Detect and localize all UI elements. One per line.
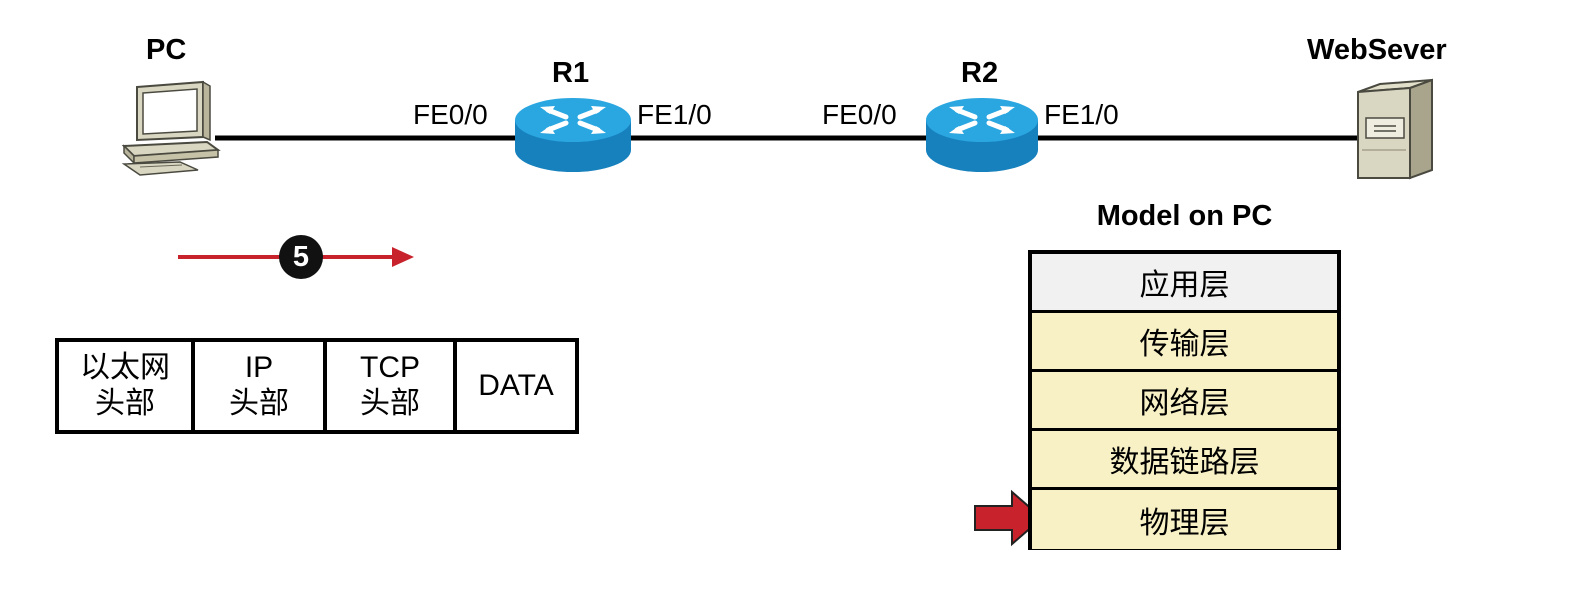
step-number: 5 (292, 241, 310, 273)
pc-label: PC (146, 34, 187, 66)
webserver-label: WebSever (1307, 34, 1447, 66)
model-stack: 应用层 传输层 网络层 数据链路层 物理层 (1028, 250, 1341, 550)
packet-cell-ip: IP 头部 (195, 342, 327, 430)
packet-cell-tcp: TCP 头部 (327, 342, 457, 430)
layer-application: 应用层 (1032, 254, 1337, 313)
pc-icon (121, 80, 221, 176)
r2-interface-left: FE0/0 (822, 99, 897, 130)
layer-physical: 物理层 (1032, 490, 1337, 549)
current-layer-pointer (974, 489, 1044, 547)
router-r2-icon (926, 98, 1038, 172)
layer-datalink: 数据链路层 (1032, 431, 1337, 490)
packet-cell-line2: 头部 (360, 387, 420, 420)
packet-headers: 以太网 头部 IP 头部 TCP 头部 DATA (55, 338, 579, 434)
packet-cell-data: DATA (457, 342, 575, 430)
r2-interface-right: FE1/0 (1044, 99, 1119, 130)
r1-interface-left: FE0/0 (413, 99, 488, 130)
r1-label: R1 (552, 57, 590, 89)
step-badge (279, 235, 323, 279)
packet-cell-ethernet: 以太网 头部 (59, 342, 195, 430)
model-title: Model on PC (1096, 200, 1273, 232)
router-r1-icon (515, 98, 631, 172)
server-icon (1357, 78, 1433, 180)
layer-transport: 传输层 (1032, 313, 1337, 372)
packet-cell-line2: 头部 (229, 387, 289, 420)
packet-cell-line1: 以太网 (80, 351, 170, 384)
layer-network: 网络层 (1032, 372, 1337, 431)
r1-interface-right: FE1/0 (637, 99, 712, 130)
packet-cell-line1: TCP (360, 351, 420, 384)
packet-cell-line2: 头部 (95, 387, 155, 420)
packet-cell-line1: DATA (478, 369, 554, 402)
r2-label: R2 (961, 57, 999, 89)
packet-cell-line1: IP (244, 351, 274, 384)
